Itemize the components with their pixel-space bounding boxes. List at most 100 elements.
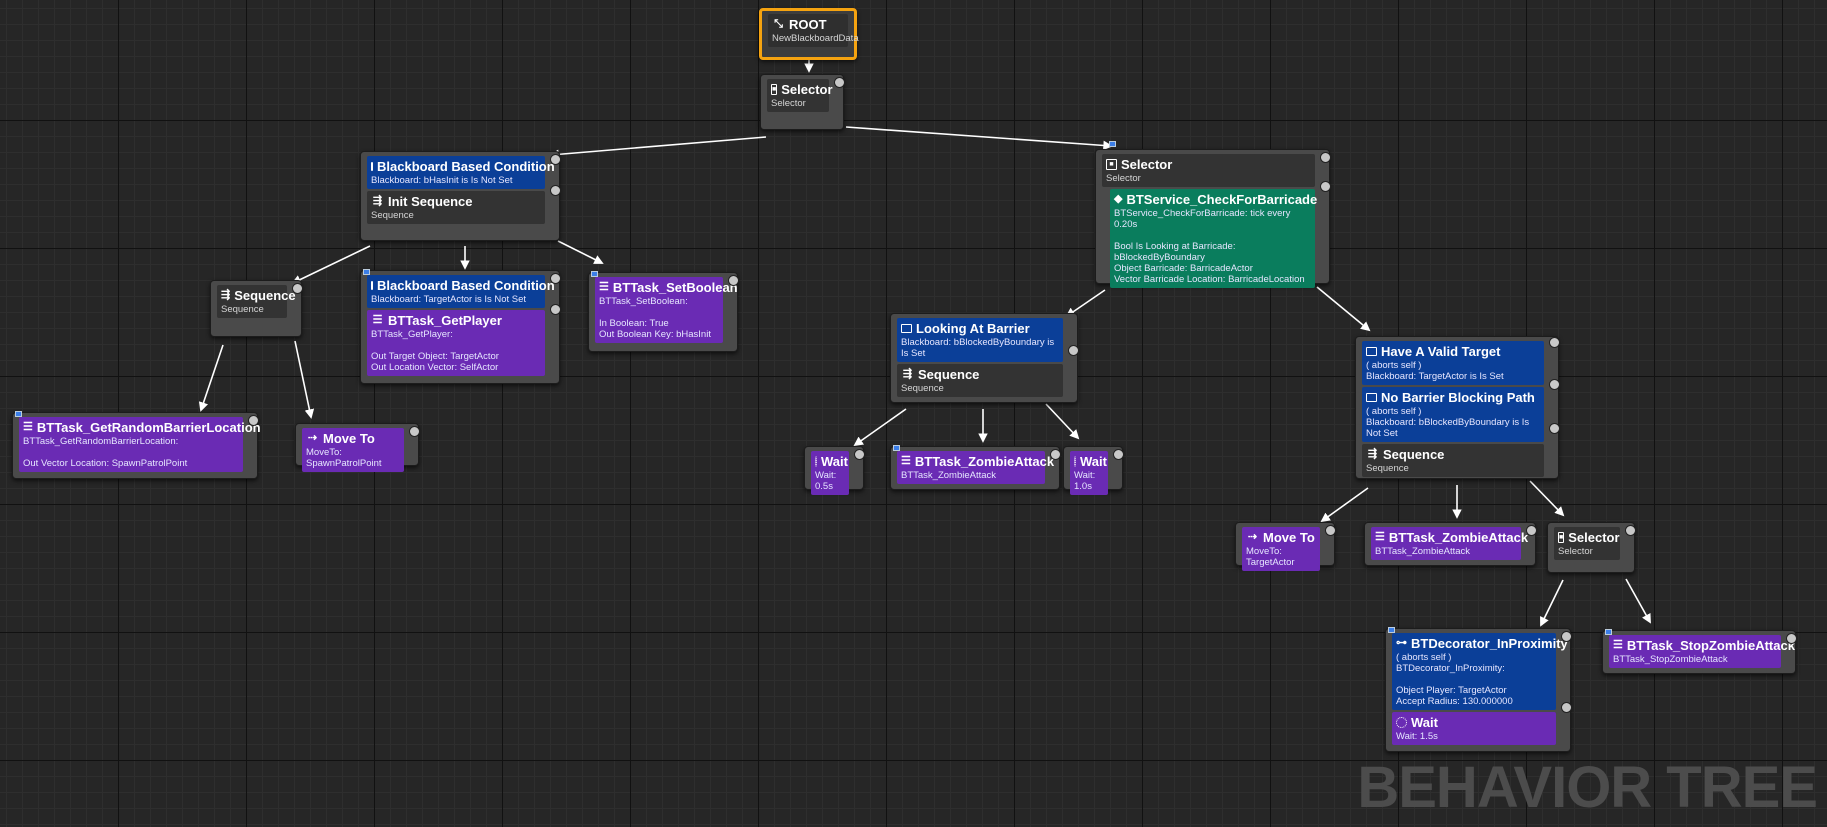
sequence-node-patrol[interactable]: ⇶Sequence Sequence xyxy=(210,280,303,337)
zombie-attack-node-2[interactable]: ☰BTTask_ZombieAttack BTTask_ZombieAttack xyxy=(1364,522,1537,566)
composite-block: ⇶Sequence Sequence xyxy=(217,285,296,318)
node-subtitle: Wait: 1.5s xyxy=(1396,731,1438,742)
node-subtitle: BTTask_GetRandomBarrierLocation: Out Vec… xyxy=(23,436,188,469)
decorator-block-1[interactable]: Have A Valid Target ( aborts self ) Blac… xyxy=(1362,341,1544,385)
output-pin[interactable] xyxy=(550,273,561,284)
breakpoint-flag xyxy=(591,271,598,277)
node-subtitle: ( aborts self ) BTDecorator_InProximity:… xyxy=(1396,652,1513,707)
composite-block[interactable]: ⇶Sequence Sequence xyxy=(897,364,1063,397)
task-block: ☰BTTask_ZombieAttack BTTask_ZombieAttack xyxy=(1371,527,1528,560)
node-subtitle: BTTask_ZombieAttack xyxy=(901,470,997,481)
task-icon: ☰ xyxy=(1375,531,1385,543)
root-icon: ⤡ xyxy=(774,18,783,30)
stop-zombie-attack-node[interactable]: ☰BTTask_StopZombieAttack BTTask_StopZomb… xyxy=(1602,629,1797,674)
output-pin[interactable] xyxy=(550,154,561,165)
output-pin[interactable] xyxy=(1320,152,1331,163)
node-subtitle: MoveTo: TargetActor xyxy=(1246,546,1295,568)
output-pin[interactable] xyxy=(292,283,303,294)
node-title: Wait xyxy=(821,454,848,469)
decorator-pin[interactable] xyxy=(550,185,561,196)
decorator-pin[interactable] xyxy=(1561,702,1572,713)
breakpoint-flag xyxy=(15,411,22,417)
output-pin[interactable] xyxy=(1113,449,1124,460)
decorator-block-2[interactable]: No Barrier Blocking Path ( aborts self )… xyxy=(1362,387,1544,442)
output-pin[interactable] xyxy=(1625,525,1636,536)
node-title: BTTask_GetRandomBarrierLocation xyxy=(36,420,261,435)
node-title: Blackboard Based Condition xyxy=(377,278,555,293)
breakpoint-flag xyxy=(1109,141,1116,147)
decorator-block[interactable]: Looking At Barrier Blackboard: bBlockedB… xyxy=(897,318,1063,362)
task-block: ☰BTTask_StopZombieAttack BTTask_StopZomb… xyxy=(1609,635,1795,668)
node-title: Have A Valid Target xyxy=(1381,344,1501,359)
move-to-patrol-node[interactable]: ⇢Move To MoveTo: SpawnPatrolPoint xyxy=(295,423,420,472)
node-title: Sequence xyxy=(918,367,980,382)
root-node[interactable]: ⤡ROOT NewBlackboardData xyxy=(759,8,859,60)
output-pin[interactable] xyxy=(1325,525,1336,536)
task-block[interactable]: ☰BTTask_GetPlayer BTTask_GetPlayer: Out … xyxy=(367,310,545,376)
breakpoint-flag xyxy=(893,445,900,451)
task-block[interactable]: Wait Wait: 1.5s xyxy=(1392,712,1556,745)
output-pin[interactable] xyxy=(248,415,259,426)
node-title: BTService_CheckForBarricade xyxy=(1126,192,1318,207)
valid-target-sequence-node[interactable]: Have A Valid Target ( aborts self ) Blac… xyxy=(1355,336,1560,479)
node-title: No Barrier Blocking Path xyxy=(1381,390,1535,405)
behavior-tree-watermark: BEHAVIOR TREE xyxy=(1357,755,1818,820)
selector-node-main[interactable]: ■Selector Selector xyxy=(760,74,845,130)
composite-block[interactable]: ⇶Init Sequence Sequence xyxy=(367,191,545,224)
selector-node-small[interactable]: ■Selector Selector xyxy=(1547,522,1636,573)
decorator-icon: ⊶ xyxy=(1396,637,1407,649)
node-subtitle: ( aborts self ) Blackboard: bBlockedByBo… xyxy=(1366,406,1530,439)
decorator-pin-1[interactable] xyxy=(1549,379,1560,390)
move-to-target-node[interactable]: ⇢Move To MoveTo: TargetActor xyxy=(1235,522,1336,571)
service-block[interactable]: ◆BTService_CheckForBarricade BTService_C… xyxy=(1110,189,1318,288)
selector-node-right[interactable]: ■Selector Selector ◆BTService_CheckForBa… xyxy=(1095,141,1331,288)
output-pin[interactable] xyxy=(1050,449,1061,460)
output-pin[interactable] xyxy=(409,426,420,437)
node-subtitle: BTService_CheckForBarricade: tick every … xyxy=(1114,208,1305,285)
in-proximity-node[interactable]: ⊶BTDecorator_InProximity ( aborts self )… xyxy=(1385,627,1572,752)
node-title: Sequence xyxy=(234,288,296,303)
decorator-pin[interactable] xyxy=(550,304,561,315)
sequence-icon: ⇶ xyxy=(1367,448,1378,460)
selector-icon: ■ xyxy=(1558,532,1565,543)
output-pin[interactable] xyxy=(834,77,845,88)
looking-at-barrier-node[interactable]: Looking At Barrier Blackboard: bBlockedB… xyxy=(890,313,1079,403)
composite-block[interactable]: ⇶Sequence Sequence xyxy=(1362,444,1544,477)
set-boolean-node[interactable]: ☰BTTask_SetBoolean BTTask_SetBoolean: In… xyxy=(588,271,739,352)
composite-block[interactable]: ■Selector Selector xyxy=(1102,154,1315,187)
wait-node-05[interactable]: Wait Wait: 0.5s xyxy=(804,446,865,495)
decorator-pin[interactable] xyxy=(1068,345,1079,356)
wait-icon xyxy=(815,456,817,467)
node-title: BTTask_StopZombieAttack xyxy=(1626,638,1795,653)
node-subtitle: BTTask_SetBoolean: In Boolean: True Out … xyxy=(599,296,711,340)
node-title: Sequence xyxy=(1383,447,1445,462)
decorator-block[interactable]: Blackboard Based Condition Blackboard: b… xyxy=(367,156,555,189)
move-to-icon: ⇢ xyxy=(307,432,318,444)
decorator-block[interactable]: Blackboard Based Condition Blackboard: T… xyxy=(367,275,555,308)
service-icon: ◆ xyxy=(1114,193,1123,205)
output-pin[interactable] xyxy=(1561,631,1572,642)
get-random-barrier-task-node[interactable]: ☰BTTask_GetRandomBarrierLocation BTTask_… xyxy=(12,411,261,479)
output-pin[interactable] xyxy=(854,449,865,460)
wait-icon xyxy=(1074,456,1076,467)
decorator-icon xyxy=(371,281,373,290)
output-pin[interactable] xyxy=(728,275,739,286)
output-pin[interactable] xyxy=(1786,633,1797,644)
service-pin[interactable] xyxy=(1320,181,1331,192)
zombie-attack-node-1[interactable]: ☰BTTask_ZombieAttack BTTask_ZombieAttack xyxy=(890,445,1061,490)
task-block: ☰BTTask_GetRandomBarrierLocation BTTask_… xyxy=(19,417,261,472)
node-subtitle: Sequence xyxy=(371,210,414,221)
node-subtitle: Blackboard: bHasInit is Is Not Set xyxy=(371,175,513,186)
decorator-pin-2[interactable] xyxy=(1549,423,1560,434)
decorator-block[interactable]: ⊶BTDecorator_InProximity ( aborts self )… xyxy=(1392,633,1568,710)
output-pin[interactable] xyxy=(1526,525,1537,536)
output-pin[interactable] xyxy=(1549,337,1560,348)
task-icon: ☰ xyxy=(1613,639,1623,651)
node-subtitle: Wait: 0.5s xyxy=(815,470,837,492)
wait-node-10[interactable]: Wait Wait: 1.0s xyxy=(1063,446,1124,495)
get-player-node[interactable]: Blackboard Based Condition Blackboard: T… xyxy=(360,269,561,384)
init-sequence-node[interactable]: Blackboard Based Condition Blackboard: b… xyxy=(360,151,561,241)
node-subtitle: Blackboard: TargetActor is Is Not Set xyxy=(371,294,527,305)
node-title: Selector xyxy=(1121,157,1173,172)
breakpoint-flag xyxy=(1605,629,1612,635)
